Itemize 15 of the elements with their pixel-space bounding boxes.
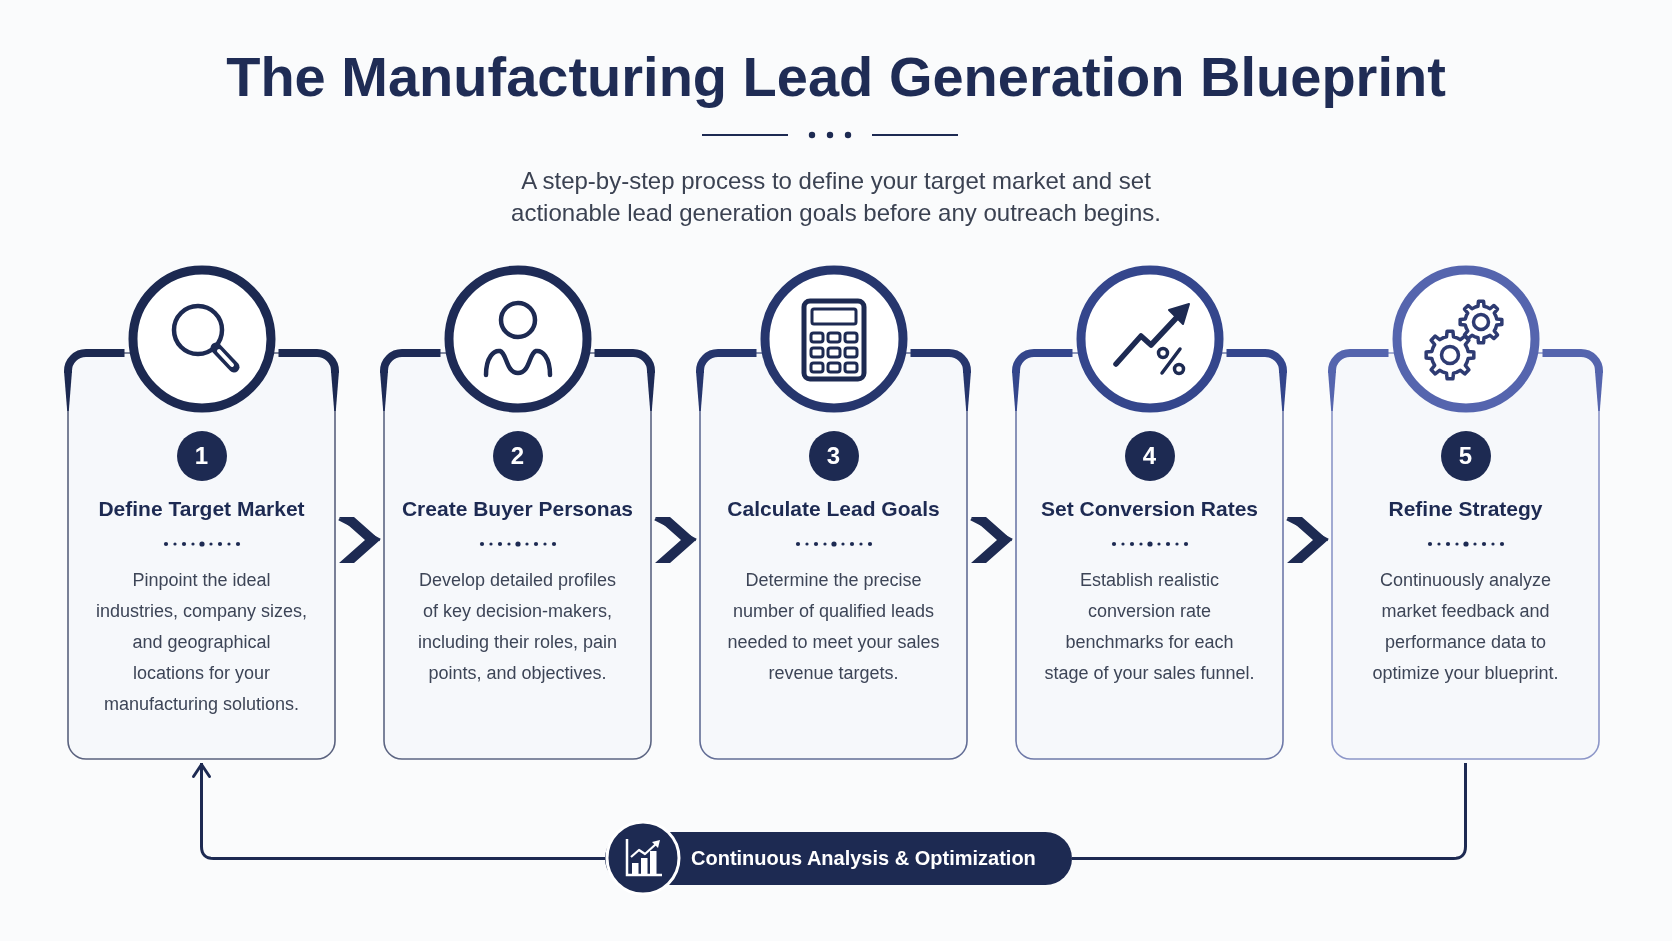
step-description: Continuously analyze market feedback and performance data to optimize your blueprint. [1371,569,1560,685]
step-title: Calculate Lead Goals [727,496,940,522]
step-title: Create Buyer Personas [401,496,634,522]
step-title: Set Conversion Rates [1040,496,1259,522]
step-description: Determine the precise number of qualified leads needed to meet your sales revenue targets. [726,569,941,685]
step-description: Establish realistic conversion rate benchmarks for each stage of your sales funnel. [1043,569,1256,685]
step-title: Refine Strategy [1388,496,1543,522]
step-title: Define Target Market [98,496,305,522]
subtitle: A step-by-step process to define your target market and set actionable lead generation goals before any outreach begins. [510,166,1162,228]
connector-arrow [192,763,605,860]
step-description: Pinpoint the ideal industries, company sizes, and geographical locations for your manufacturing solutions. [94,569,309,716]
title: The Manufacturing Lead Generation Blueprint [226,45,1446,109]
connector-line [1072,763,1467,860]
banner-label: Continuous Analysis & Optimization [691,846,1036,871]
step-description: Develop detailed profiles of key decision-makers, including their roles, pain points, and objectives. [416,569,619,685]
